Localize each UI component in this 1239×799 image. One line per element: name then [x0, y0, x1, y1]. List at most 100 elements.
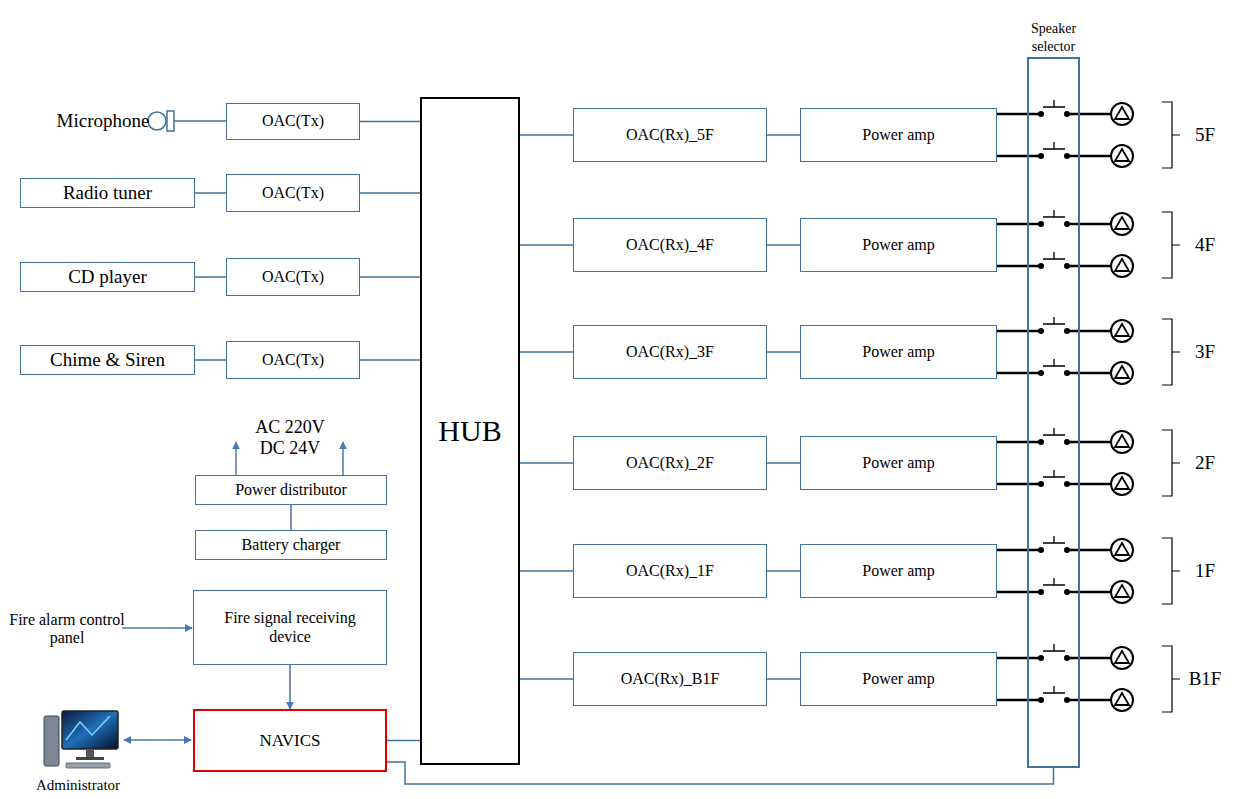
speaker-line [997, 113, 1027, 116]
process-box: OAC(Rx)_5F [573, 108, 767, 162]
speaker-cone [1115, 477, 1129, 489]
node-label: OAC(Rx)_2F [626, 454, 714, 472]
signal-line [360, 192, 420, 194]
node-label: OAC(Rx)_1F [626, 562, 714, 580]
source-box: CD player [20, 262, 195, 292]
side-label: Fire alarm control panel [8, 611, 126, 648]
node-label: OAC(Rx)_3F [626, 343, 714, 361]
process-box: Fire signal receiving device [193, 590, 387, 665]
node-label: OAC(Tx) [262, 112, 324, 130]
floor-bracket [1162, 102, 1180, 168]
floor-bracket [1162, 430, 1180, 496]
signal-line [520, 134, 573, 136]
signal-line [520, 462, 573, 464]
process-box: OAC(Tx) [226, 258, 360, 296]
switch-lever [1043, 536, 1065, 543]
signal-line [289, 665, 291, 709]
switch-contact [1038, 589, 1044, 595]
switch-lever [1043, 644, 1065, 651]
speaker-cone [1115, 693, 1129, 705]
speaker-line [997, 330, 1027, 333]
switch-contact [1038, 439, 1044, 445]
speaker-line [997, 155, 1027, 158]
process-box: OAC(Tx) [226, 341, 360, 379]
node-label: Speaker selector [1009, 20, 1099, 56]
floor-bracket [1162, 646, 1180, 712]
node-label: OAC(Rx)_5F [626, 126, 714, 144]
node-label: HUB [438, 414, 501, 449]
floor-label: 3F [1183, 341, 1227, 363]
switch-lever [1043, 470, 1065, 477]
node-label: Power amp [862, 454, 934, 472]
computer-tower [44, 716, 59, 766]
microphone-body [167, 111, 174, 131]
switch-contact [1038, 655, 1044, 661]
speaker-symbol [1111, 213, 1133, 235]
speaker-line [997, 483, 1027, 486]
process-box: OAC(Rx)_4F [573, 218, 767, 272]
speaker-cone [1115, 259, 1129, 271]
speaker-wire [1067, 223, 1110, 226]
switch-lever [1043, 428, 1065, 435]
speaker-line [997, 372, 1027, 375]
speaker-cone [1115, 324, 1129, 336]
speaker-wire [1067, 372, 1110, 375]
process-box: Power amp [800, 325, 997, 379]
signal-line [195, 276, 226, 278]
speaker-line [997, 265, 1027, 268]
node-label: NAVICS [259, 731, 320, 751]
process-box: Power amp [800, 436, 997, 490]
signal-line [767, 244, 800, 246]
switch-contact [1038, 153, 1044, 159]
speaker-symbol [1111, 103, 1133, 125]
floor-bracket [1162, 212, 1180, 278]
speaker-wire [1067, 657, 1110, 660]
switch-lever [1043, 578, 1065, 585]
node-label: Fire signal receiving device [220, 609, 360, 646]
switch-lever [1043, 359, 1065, 366]
signal-line [520, 678, 573, 680]
side-label: Administrator [18, 777, 138, 794]
speaker-cone [1115, 543, 1129, 555]
speaker-line [997, 591, 1027, 594]
microphone-symbol [148, 112, 166, 130]
speaker-symbol [1111, 255, 1133, 277]
speaker-wire [1067, 330, 1110, 333]
screen-graphic [66, 716, 110, 740]
signal-line [767, 462, 800, 464]
process-box: Power amp [800, 544, 997, 598]
controller-box: NAVICS [193, 709, 387, 772]
node-label: Power amp [862, 343, 934, 361]
switch-lever [1043, 210, 1065, 217]
speaker-symbol [1111, 320, 1133, 342]
power-output-arrow [235, 442, 237, 475]
node-label: OAC(Rx)_B1F [621, 670, 720, 688]
switch-lever [1043, 100, 1065, 107]
floor-label: 4F [1183, 234, 1227, 256]
signal-line [767, 678, 800, 680]
computer-monitor [62, 711, 118, 749]
node-label: Power amp [862, 562, 934, 580]
node-label: OAC(Tx) [262, 351, 324, 369]
signal-line [520, 244, 573, 246]
node-label: CD player [68, 266, 147, 288]
side-label: Microphone [38, 110, 168, 132]
node-label: Power amp [862, 670, 934, 688]
signal-line [360, 359, 420, 361]
speaker-cone [1115, 585, 1129, 597]
signal-line [360, 276, 420, 278]
speaker-switch-group [1027, 100, 1180, 712]
source-box: Radio tuner [20, 178, 195, 208]
speaker-cone [1115, 435, 1129, 447]
signal-line [767, 134, 800, 136]
node-label: Radio tuner [63, 182, 152, 204]
signal-line [387, 762, 1054, 784]
speaker-wire [1067, 483, 1110, 486]
speaker-wire [1067, 155, 1110, 158]
signal-line [520, 351, 573, 353]
floor-label: 5F [1183, 124, 1227, 146]
speaker-wire [1067, 441, 1110, 444]
switch-lever [1043, 686, 1065, 693]
switch-contact [1038, 547, 1044, 553]
